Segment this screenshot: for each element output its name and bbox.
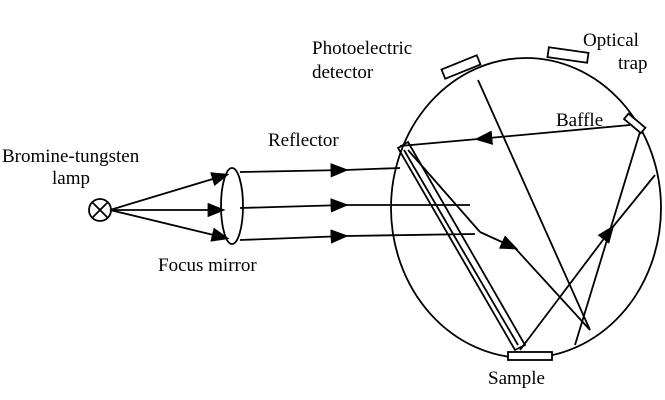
photoelectric-detector — [440, 54, 482, 80]
reflector-label: Reflector — [268, 130, 339, 151]
sample-label: Sample — [488, 368, 545, 389]
lamp-label-line2: lamp — [52, 168, 90, 189]
incident-rays — [109, 172, 230, 242]
sample-holder — [507, 351, 553, 361]
trap-label-line1: Optical — [583, 30, 639, 51]
collimated-rays — [239, 163, 476, 244]
detector-label-line2: detector — [312, 62, 374, 83]
detector-label-line1: Photoelectric — [312, 38, 413, 59]
lamp-icon — [88, 198, 112, 222]
lamp-label-line1: Bromine-tungsten — [2, 146, 140, 167]
focus-mirror-lens — [220, 167, 244, 245]
optical-trap — [546, 46, 590, 64]
baffle — [622, 112, 647, 135]
trap-label-line2: trap — [618, 53, 648, 74]
focus-mirror-label: Focus mirror — [158, 255, 257, 276]
baffle-label: Baffle — [556, 110, 604, 131]
integrating-sphere — [390, 57, 662, 359]
reflector — [396, 140, 527, 352]
